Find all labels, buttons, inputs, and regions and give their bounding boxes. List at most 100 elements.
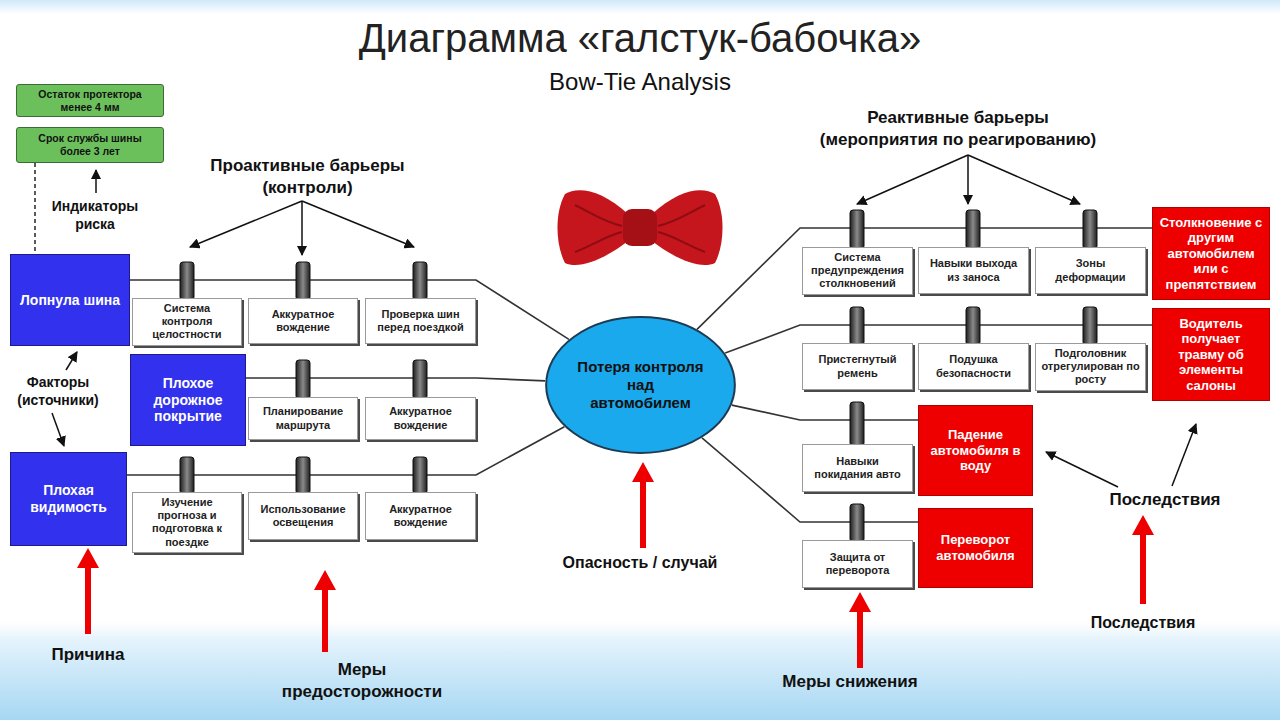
subtitle: Bow-Tie Analysis (440, 66, 840, 97)
barrier-box: Подголовник отрегулирован по росту (1035, 343, 1146, 391)
barrier-box: Система контроля целостности (132, 298, 242, 346)
node-text: Аккуратное вождение (371, 503, 470, 529)
barrier-box: Навыки выхода из заноса (918, 247, 1029, 294)
connector-line (732, 405, 918, 420)
leader-arrow (95, 170, 97, 193)
bow-tie-knot (623, 209, 657, 246)
leader-arrow (52, 413, 64, 446)
barrier-clip (850, 210, 864, 249)
barrier-clip (850, 307, 864, 345)
annotation-label: Меры предосторожности (272, 659, 452, 703)
annotation-label: Меры снижения (750, 671, 950, 693)
annotation-label: Факторы (источники) (3, 373, 113, 409)
pointer-arrow (849, 592, 871, 668)
barrier-box: Зоны деформации (1035, 247, 1146, 294)
leader-arrow (302, 201, 414, 247)
barrier-clip (850, 402, 864, 446)
barrier-clip (296, 360, 310, 399)
barrier-box: Защита от переворота (802, 540, 913, 588)
barrier-clip (413, 457, 427, 494)
barrier-box: Аккуратное вождение (365, 397, 476, 440)
leader-arrow (857, 155, 968, 204)
cause-box: Плохое дорожное покрытие (130, 354, 246, 446)
barrier-clip (850, 504, 864, 542)
barrier-clip (413, 262, 427, 300)
bow-tie-fold (575, 205, 705, 252)
barrier-clip (180, 262, 194, 300)
barrier-box: Подушка безопасности (918, 343, 1029, 390)
node-text: Срок службы шины более 3 лет (22, 132, 158, 157)
node-text: Планирование маршрута (254, 405, 352, 431)
bow-tie-wing (652, 190, 723, 265)
connector-line (702, 438, 918, 522)
consequence-box: Столкновение с другим автомобилем или с … (1152, 207, 1270, 300)
consequence-box: Падение автомобиля в воду (918, 405, 1033, 496)
node-text: Система контроля целостности (138, 302, 236, 342)
connector-line (34, 163, 36, 254)
annotation-label: Причина (28, 644, 148, 666)
barrier-box: Аккуратное вождение (365, 492, 476, 540)
ellipse-shape (546, 317, 735, 453)
pointer-arrow (77, 548, 99, 634)
node-text: Навыки покидания авто (808, 455, 907, 481)
barrier-clip (413, 360, 427, 399)
leader-arrow (301, 201, 303, 255)
barrier-clip (296, 262, 310, 300)
node-text: Подушка безопасности (924, 353, 1023, 379)
leader-arrow (190, 201, 302, 247)
annotation-label: Опасность / случай (520, 553, 760, 574)
node-text: Остаток протектора менее 4 мм (22, 88, 158, 113)
annotation-label: Проактивные барьеры (контроли) (205, 155, 410, 199)
annotation-label: Индикаторы риска (40, 197, 150, 233)
node-text: Водитель получает травму об элементы сал… (1158, 316, 1264, 394)
indicator-box: Остаток протектора менее 4 мм (16, 84, 164, 117)
leader-arrow (968, 155, 1080, 204)
leader-arrow (1046, 452, 1118, 487)
barrier-box: Планирование маршрута (248, 397, 358, 440)
node-text: Столкновение с другим автомобилем или с … (1158, 215, 1264, 293)
node-text: Подголовник отрегулирован по росту (1041, 347, 1140, 387)
barrier-box: Проверка шин перед поездкой (365, 298, 476, 344)
annotation-label: Последствия (1063, 613, 1223, 634)
barrier-box: Аккуратное вождение (248, 298, 358, 344)
node-text: Зоны деформации (1041, 257, 1140, 283)
node-text: Защита от переворота (808, 551, 907, 577)
node-text: Использование освещения (254, 503, 352, 529)
barrier-clip (296, 457, 310, 494)
node-text: Система предупреждения столкновений (808, 251, 907, 291)
node-text: Пристегнутый ремень (808, 353, 907, 379)
node-text: Потеря контроля над автомобилем (575, 358, 706, 412)
barrier-clip (966, 307, 980, 345)
diagram-title: Диаграмма «галстук-бабочка» (0, 16, 1280, 61)
node-text: Плохое дорожное покрытие (136, 375, 240, 425)
node-text: Аккуратное вождение (254, 308, 352, 334)
barrier-box: Использование освещения (248, 492, 358, 540)
node-text: Проверка шин перед поездкой (371, 308, 470, 334)
node-text: Навыки выхода из заноса (924, 257, 1023, 283)
node-text: Падение автомобиля в воду (924, 427, 1027, 474)
node-text: Изучение прогноза и подготовка к поездке (138, 496, 236, 549)
barrier-box: Система предупреждения столкновений (802, 247, 913, 295)
annotation-label: Реактивные барьеры (мероприятия по реаги… (748, 107, 1168, 151)
barrier-clip (1083, 210, 1097, 249)
cause-box: Плохая видимость (10, 452, 127, 546)
barrier-box: Пристегнутый ремень (802, 343, 913, 390)
leader-arrow (1172, 424, 1196, 486)
annotation-label: Последствия (1095, 489, 1235, 511)
connector-line (246, 378, 545, 381)
leader-arrow (967, 155, 969, 204)
cause-box: Лопнула шина (10, 254, 130, 346)
node-text: Плохая видимость (16, 482, 121, 516)
node-text: Аккуратное вождение (371, 405, 470, 431)
pointer-arrow (1132, 515, 1154, 604)
node-text: Лопнула шина (20, 292, 120, 309)
hazard-ellipse: Потеря контроля над автомобилем (545, 316, 736, 454)
barrier-clip (1083, 307, 1097, 345)
bow-tie-wing (557, 190, 628, 265)
barrier-clip (966, 210, 980, 249)
pointer-arrow (632, 462, 654, 548)
consequence-box: Переворот автомобиля (918, 508, 1033, 588)
node-text: Переворот автомобиля (924, 532, 1027, 563)
